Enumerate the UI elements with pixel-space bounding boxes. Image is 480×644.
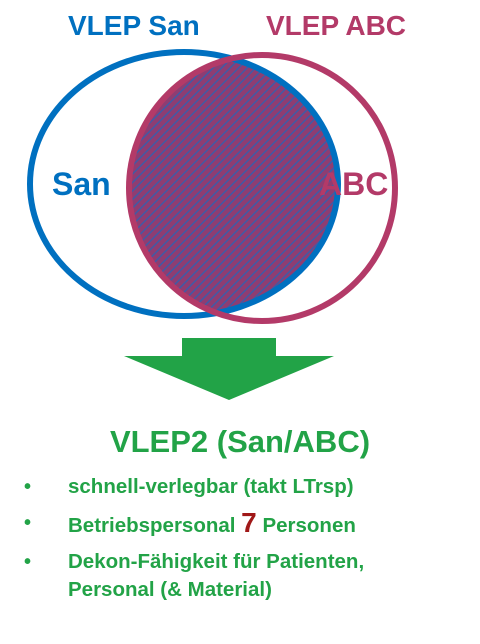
- bullet-icon: •: [24, 476, 32, 498]
- result-title: VLEP2 (San/ABC): [109, 424, 371, 459]
- bullet-text-line2: Personal (& Material): [68, 578, 272, 601]
- san-label: San: [52, 166, 111, 202]
- san-circle: [27, 49, 341, 319]
- venn-diagram: [27, 49, 398, 400]
- bullet-text-line1: Dekon-Fähigkeit für Patienten,: [68, 550, 365, 573]
- bullet-text-prefix: Betriebspersonal: [68, 514, 242, 537]
- san-title: VLEP San: [68, 10, 200, 41]
- down-arrow-icon: [124, 338, 334, 400]
- abc-label: ABC: [319, 166, 389, 202]
- list-item: • Dekon-Fähigkeit für Patienten, Persona…: [24, 548, 464, 604]
- list-item: • Betriebspersonal 7 Personen: [24, 509, 464, 540]
- abc-circle: [126, 52, 398, 324]
- abc-title: VLEP ABC: [266, 10, 407, 41]
- bullet-text-suffix: Personen: [256, 514, 356, 537]
- bullet-icon: •: [24, 551, 32, 573]
- bullet-icon: •: [24, 512, 32, 534]
- bullet-text: schnell-verlegbar (takt LTrsp): [68, 475, 354, 498]
- feature-list: • schnell-verlegbar (takt LTrsp) • Betri…: [24, 473, 464, 612]
- staff-count: 7: [241, 507, 257, 538]
- list-item: • schnell-verlegbar (takt LTrsp): [24, 473, 464, 501]
